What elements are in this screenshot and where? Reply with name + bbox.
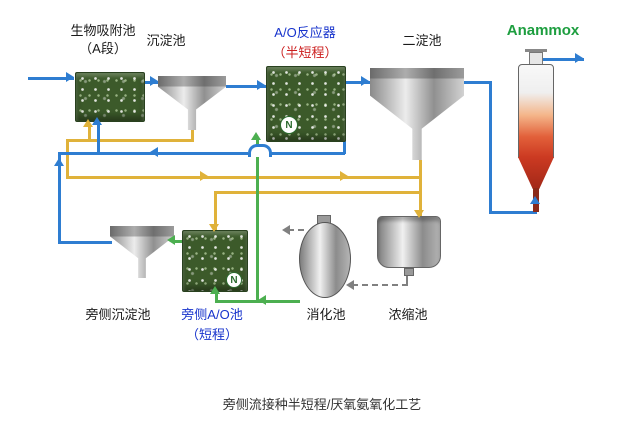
ao-reactor-tank	[266, 66, 346, 142]
arrow-digester-out-icon	[258, 295, 266, 305]
pipe-seed-side-ao-riser	[215, 290, 218, 302]
anammox-column-body	[518, 64, 554, 158]
pipe-digester-supernatant	[256, 300, 300, 303]
pipe-to-anammox	[489, 211, 537, 214]
pipe-side-return-riser	[58, 155, 61, 244]
label-digester: 消化池	[306, 307, 346, 322]
label-secondary-clarifier: 二淀池	[402, 33, 442, 48]
anammox-column-cap	[525, 49, 547, 52]
n-logo-letter: N	[230, 274, 238, 286]
pipe-sludge-return-tank1	[88, 125, 91, 141]
pipe-thickened-sludge-dashed	[352, 284, 408, 286]
secondary-clarifier-tank	[370, 68, 464, 160]
anammox-column-cone	[518, 157, 554, 189]
label-side-ao-sub: （短程）	[185, 327, 238, 342]
pipe-crossover-bump	[248, 144, 272, 157]
label-bio-adsorption-line2: （A段）	[79, 41, 127, 56]
pipe-sludge-to-thickener	[419, 160, 422, 218]
arrow-digester-gas-icon	[282, 225, 290, 235]
arrow-sludge-main1-icon	[200, 171, 208, 181]
sedimentation-tank	[158, 76, 226, 130]
label-bio-adsorption: 生物吸附池 （A段）	[58, 22, 148, 58]
arrow-return-tank1-icon	[92, 117, 102, 125]
label-bio-adsorption-line1: 生物吸附池	[70, 23, 136, 38]
arrow-into-thickener-icon	[414, 210, 424, 218]
pipe-sed-to-ao	[226, 85, 266, 88]
arrow-into-anammox-icon	[530, 196, 540, 204]
label-thickener: 浓缩池	[388, 307, 428, 322]
label-anammox: Anammox	[506, 22, 580, 39]
pipe-seed-vertical	[256, 137, 259, 302]
pipe-ao-to-secondary	[344, 81, 370, 84]
arrow-sed-ao-icon	[257, 80, 265, 90]
arrow-side-return-icon	[54, 158, 64, 166]
arrow-sludge-main2-icon	[340, 171, 348, 181]
label-side-sedimentation: 旁侧沉淀池	[85, 307, 151, 322]
arrow-into-side-sed-icon	[167, 235, 175, 245]
pipe-sludge-down-left	[66, 139, 69, 179]
arrow-tank1-sed-icon	[150, 76, 158, 86]
thickener-tank	[377, 216, 441, 268]
pipe-sludge-main-horizontal	[66, 176, 422, 179]
arrow-return-left-icon	[150, 147, 158, 157]
arrow-seed-to-ao-icon	[251, 132, 261, 140]
digester-tank	[299, 222, 351, 298]
pipe-digester-gas-dashed	[288, 229, 304, 231]
pipe-sludge-sed-left	[66, 139, 194, 142]
pipe-secondary-down	[489, 81, 492, 214]
arrow-influent-icon	[66, 72, 74, 82]
pipe-secondary-out	[464, 81, 492, 84]
arrow-sludge-return-icon	[83, 119, 93, 127]
pipe-return-from-ao	[343, 140, 346, 154]
diagram-caption: 旁侧流接种半短程/厌氧氨氧化工艺	[222, 397, 422, 412]
pipe-reject-to-side-ao	[214, 191, 217, 231]
arrow-reject-side-ao-icon	[209, 224, 219, 232]
bio-adsorption-tank	[75, 72, 145, 122]
thickener-bottom-stub	[404, 268, 414, 276]
pipe-side-ao-to-side-sed	[174, 240, 182, 243]
pipe-seed-to-side-ao	[215, 300, 256, 303]
side-sedimentation-tank	[110, 226, 174, 278]
label-sedimentation: 沉淀池	[146, 33, 186, 48]
arrow-ao-secondary-icon	[361, 76, 369, 86]
label-ao-reactor-sub: （半短程）	[272, 45, 338, 60]
n-logo-main-ao: N	[280, 116, 298, 134]
pipe-anammox-effluent	[543, 58, 584, 61]
label-ao-reactor: A/O反应器	[274, 25, 336, 40]
pipe-return-right-segment	[266, 152, 345, 155]
n-logo-letter: N	[285, 119, 293, 131]
pipe-sludge-sed-drop	[191, 130, 194, 141]
pipe-thickener-drop-dashed	[406, 274, 408, 285]
pipe-reject-horizontal	[214, 191, 422, 194]
pipe-side-sed-out	[58, 241, 112, 244]
arrow-seed-side-ao-icon	[210, 286, 220, 294]
label-side-ao: 旁侧A/O池	[181, 307, 243, 322]
arrow-thickened-sludge-icon	[346, 280, 354, 290]
n-logo-side-ao: N	[226, 272, 242, 288]
pipe-return-riser-tank1	[97, 121, 100, 155]
pipe-influent	[28, 77, 74, 80]
arrow-effluent-icon	[575, 53, 583, 63]
